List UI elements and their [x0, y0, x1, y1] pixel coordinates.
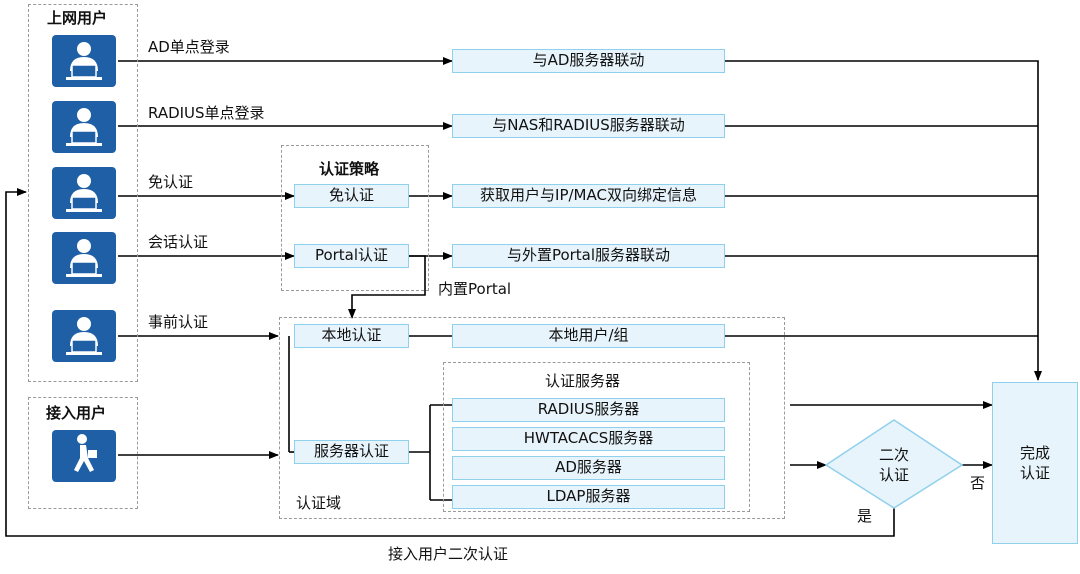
user-computer-icon [52, 101, 116, 153]
user-computer-icon [52, 232, 116, 284]
server-radius-box: RADIUS服务器 [452, 398, 725, 422]
ad-link-box: 与AD服务器联动 [452, 49, 725, 73]
radius-sso-label: RADIUS单点登录 [148, 104, 265, 122]
edge-builtin-portal [348, 255, 426, 319]
session-label: 会话认证 [148, 233, 209, 251]
group-online-users [28, 4, 138, 382]
ad-sso-label: AD单点登录 [148, 38, 230, 56]
exempt-label: 免认证 [148, 173, 194, 191]
group-access-users [28, 397, 138, 509]
access-users-title: 接入用户 [46, 404, 107, 422]
edge-ad-link-to-result [725, 60, 1042, 381]
result-line1: 完成 [1019, 444, 1050, 462]
pre-auth-label: 事前认证 [148, 313, 209, 331]
walking-user-icon [52, 430, 116, 482]
edge-decision-yes-loop [5, 188, 895, 537]
auth-policy-title: 认证策略 [319, 160, 380, 178]
auth-servers-title: 认证服务器 [545, 372, 621, 390]
decision-diamond [824, 419, 964, 509]
policy-exempt-box: 免认证 [294, 184, 409, 208]
server-hwtacacs-box: HWTACACS服务器 [452, 427, 725, 451]
online-users-title: 上网用户 [47, 9, 108, 27]
result-box: 完成 认证 [992, 382, 1078, 544]
server-auth-box: 服务器认证 [294, 440, 409, 464]
builtin-portal-label: 内置Portal [438, 280, 512, 298]
server-ldap-box: LDAP服务器 [452, 485, 725, 509]
local-auth-box: 本地认证 [294, 324, 409, 348]
result-line2: 认证 [1019, 464, 1050, 482]
ip-mac-bind-box: 获取用户与IP/MAC双向绑定信息 [452, 184, 725, 208]
decision-line1: 二次 [879, 446, 910, 464]
user-computer-icon [52, 167, 116, 219]
user-computer-icon [52, 35, 116, 87]
yes-label: 是 [857, 507, 873, 525]
no-label: 否 [970, 474, 986, 492]
group-auth-servers [443, 362, 750, 512]
group-auth-policy [281, 145, 429, 291]
local-users-box: 本地用户/组 [452, 324, 725, 348]
user-computer-icon [52, 310, 116, 362]
access-reauth-label: 接入用户二次认证 [388, 545, 509, 563]
decision-line2: 认证 [879, 466, 910, 484]
server-ad-box: AD服务器 [452, 456, 725, 480]
nas-radius-link-box: 与NAS和RADIUS服务器联动 [452, 114, 725, 138]
policy-portal-box: Portal认证 [294, 244, 409, 268]
group-auth-domain [279, 317, 785, 519]
auth-domain-title: 认证域 [296, 494, 342, 512]
ext-portal-link-box: 与外置Portal服务器联动 [452, 244, 725, 268]
